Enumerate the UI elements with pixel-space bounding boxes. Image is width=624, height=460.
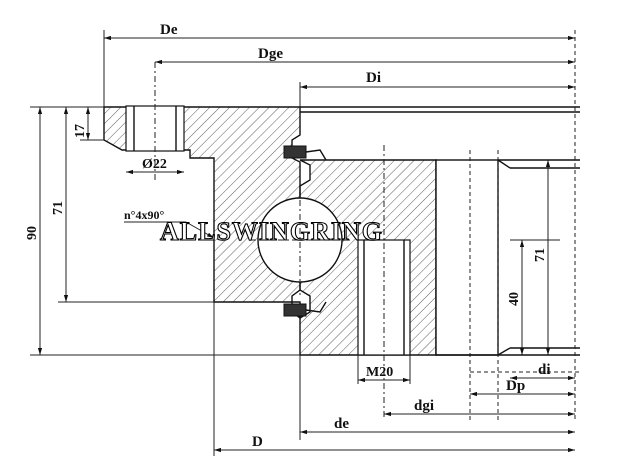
gear-teeth bbox=[435, 159, 499, 356]
de-label: de bbox=[334, 416, 349, 432]
chamfer-note: n°4x90° bbox=[124, 208, 164, 222]
h17-label: 17 bbox=[73, 124, 88, 138]
h90-label: 90 bbox=[25, 226, 40, 240]
D-label: D bbox=[252, 434, 263, 450]
Dp-label: Dp bbox=[506, 378, 525, 394]
Di-label: Di bbox=[366, 70, 381, 86]
dgi-label: dgi bbox=[414, 398, 434, 414]
top-seal bbox=[283, 145, 327, 161]
bottom-dimensions: M20 di Dp dgi de D bbox=[213, 302, 575, 456]
right-dimensions: 71 40 bbox=[507, 160, 560, 355]
thread-label: M20 bbox=[366, 365, 393, 380]
rolling-ball bbox=[257, 197, 343, 283]
di-label: di bbox=[538, 362, 551, 378]
h71-right-label: 71 bbox=[533, 248, 548, 262]
outer-ring bbox=[103, 62, 301, 320]
inner-ring bbox=[299, 145, 511, 420]
bottom-seal bbox=[283, 301, 327, 317]
h71-left-label: 71 bbox=[51, 201, 66, 215]
top-dimensions: De Dge Di bbox=[103, 22, 576, 420]
left-dimensions: 90 71 17 bbox=[25, 106, 300, 356]
h40-label: 40 bbox=[507, 292, 522, 306]
De-label: De bbox=[160, 22, 178, 38]
hole-dia-label: Ø22 bbox=[142, 157, 167, 172]
watermark-logo: ALLSWINGRING bbox=[160, 217, 383, 246]
Dge-label: Dge bbox=[258, 46, 283, 62]
